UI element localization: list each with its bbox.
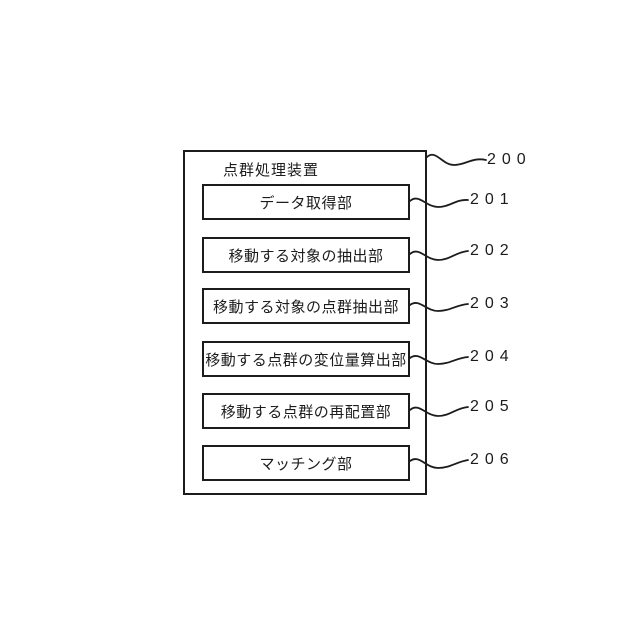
module-label: 移動する対象の抽出部 [228, 247, 384, 265]
ref-label-205: 205 [470, 398, 515, 415]
ref-label-203: 203 [470, 295, 515, 312]
device-title: 点群処理装置 [223, 162, 320, 179]
module-box-displacement-calculation: 移動する点群の変位量算出部 [202, 341, 410, 377]
leader-line-200 [426, 153, 487, 166]
ref-label-201: 201 [470, 191, 515, 208]
module-box-pointcloud-relocation: 移動する点群の再配置部 [202, 393, 410, 429]
ref-label-206: 206 [470, 451, 515, 468]
ref-label-200: 200 [487, 151, 532, 168]
module-label: データ取得部 [259, 194, 353, 212]
module-box-moving-object-extraction: 移動する対象の抽出部 [202, 237, 410, 273]
ref-label-204: 204 [470, 348, 515, 365]
module-label: 移動する対象の点群抽出部 [212, 298, 399, 316]
module-box-moving-object-pointcloud-extraction: 移動する対象の点群抽出部 [202, 288, 410, 324]
module-label: 移動する点群の再配置部 [220, 403, 392, 421]
module-label: マッチング部 [259, 455, 353, 473]
module-label: 移動する点群の変位量算出部 [205, 351, 407, 369]
module-box-data-acquisition: データ取得部 [202, 184, 410, 220]
module-box-matching: マッチング部 [202, 445, 410, 481]
ref-label-202: 202 [470, 242, 515, 259]
device-outer-box: 点群処理装置 [183, 150, 427, 495]
